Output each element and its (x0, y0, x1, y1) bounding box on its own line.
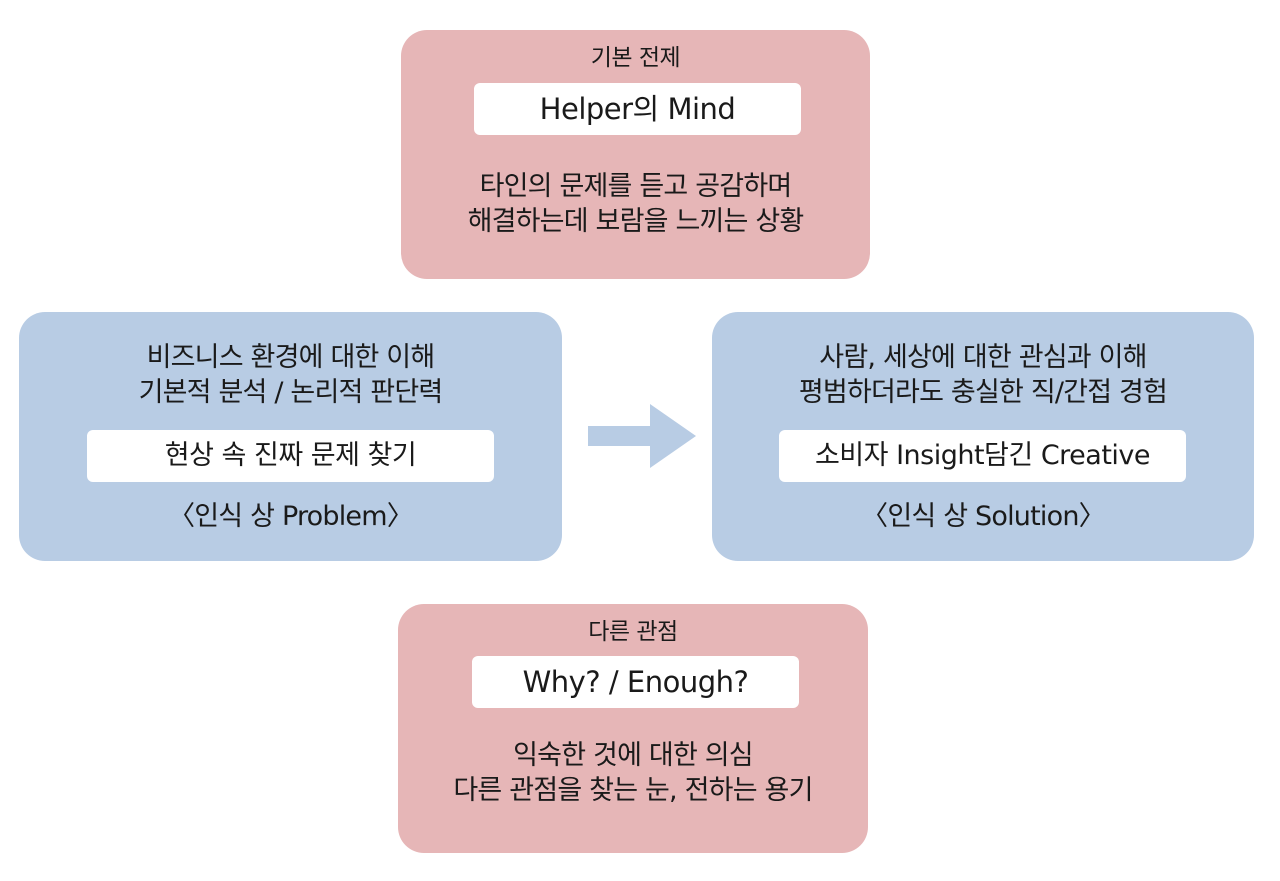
solution-line-1: 사람, 세상에 대한 관심과 이해 (819, 342, 1147, 373)
right-arrow-icon (588, 404, 696, 468)
perspective-line-1: 익숙한 것에 대한 의심 (513, 740, 754, 771)
perspective-description: 익숙한 것에 대한 의심 다른 관점을 찾는 눈, 전하는 용기 (398, 738, 868, 808)
solution-caption: 〈인식 상 Solution〉 (861, 501, 1105, 532)
premise-title: 기본 전제 (590, 45, 681, 71)
solution-box: 사람, 세상에 대한 관심과 이해 평범하더라도 충실한 직/간접 경험 소비자… (712, 312, 1254, 561)
premise-box: 기본 전제 Helper의 Mind 타인의 문제를 듣고 공감하며 해결하는데… (401, 30, 870, 279)
problem-description: 비즈니스 환경에 대한 이해 기본적 분석 / 논리적 판단력 (19, 340, 562, 410)
problem-caption: 〈인식 상 Problem〉 (168, 501, 414, 532)
perspective-title: 다른 관점 (588, 619, 678, 645)
solution-pill: 소비자 Insight담긴 Creative (779, 430, 1186, 482)
solution-line-2: 평범하더라도 충실한 직/간접 경험 (798, 377, 1168, 408)
premise-pill: Helper의 Mind (474, 83, 801, 135)
problem-line-2: 기본적 분석 / 논리적 판단력 (138, 377, 444, 408)
premise-line-1: 타인의 문제를 듣고 공감하며 (479, 171, 793, 202)
problem-line-1: 비즈니스 환경에 대한 이해 (146, 342, 436, 373)
premise-description: 타인의 문제를 듣고 공감하며 해결하는데 보람을 느끼는 상황 (401, 169, 870, 239)
problem-box: 비즈니스 환경에 대한 이해 기본적 분석 / 논리적 판단력 현상 속 진짜 … (19, 312, 562, 561)
problem-pill: 현상 속 진짜 문제 찾기 (87, 430, 494, 482)
solution-description: 사람, 세상에 대한 관심과 이해 평범하더라도 충실한 직/간접 경험 (712, 340, 1254, 410)
perspective-box: 다른 관점 Why? / Enough? 익숙한 것에 대한 의심 다른 관점을… (398, 604, 868, 853)
perspective-pill: Why? / Enough? (472, 656, 799, 708)
premise-line-2: 해결하는데 보람을 느끼는 상황 (467, 206, 805, 237)
perspective-line-2: 다른 관점을 찾는 눈, 전하는 용기 (453, 775, 813, 806)
